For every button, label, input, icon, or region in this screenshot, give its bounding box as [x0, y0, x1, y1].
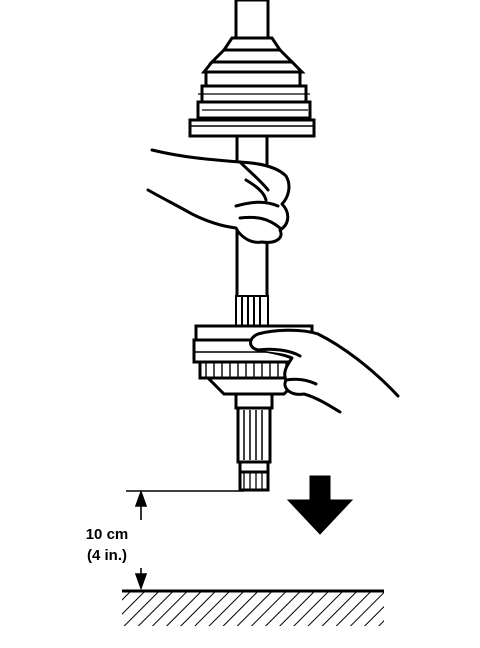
dimension-metric-label: 10 cm: [85, 526, 129, 543]
lower-hand: [249, 328, 400, 414]
ground-surface: [122, 589, 384, 626]
stub-shaft: [234, 392, 274, 492]
upper-shaft: [234, 0, 270, 42]
dimension-imperial-label: (4 in.): [87, 547, 127, 564]
shaft-splines: [235, 295, 269, 327]
height-dimension: [126, 489, 244, 591]
upper-hand: [146, 148, 291, 244]
cv-boot: [188, 36, 316, 138]
drop-direction-arrow: [286, 475, 354, 535]
